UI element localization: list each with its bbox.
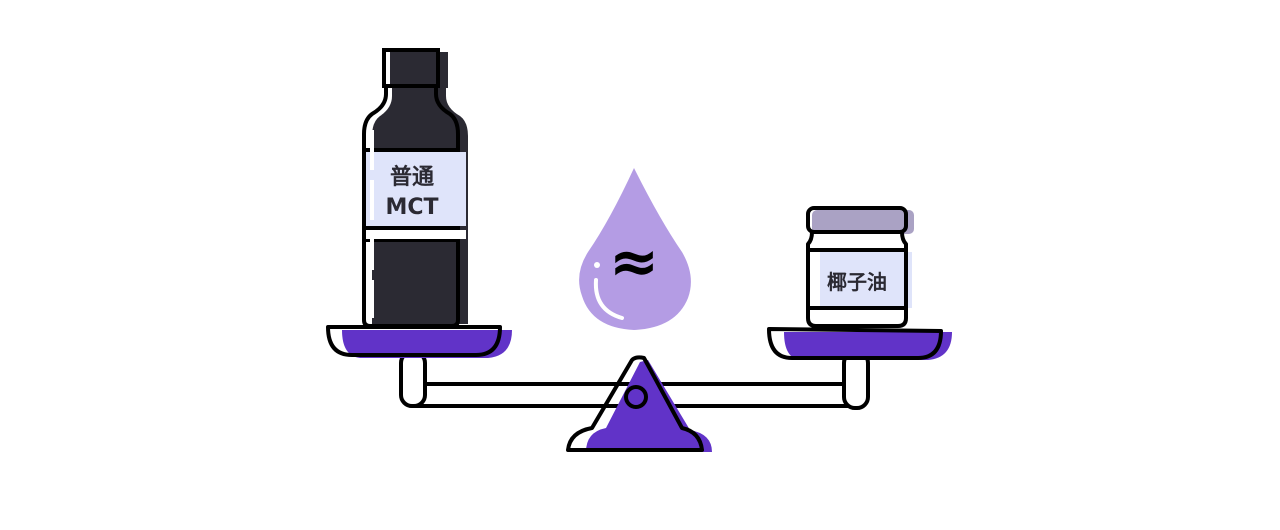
bottle-label-line2: MCT xyxy=(385,195,439,220)
bottle-label: 普通 MCT xyxy=(366,163,458,223)
coconut-oil-jar xyxy=(806,206,914,328)
oil-drop-icon xyxy=(579,168,691,330)
bottle-label-line1: 普通 xyxy=(389,165,434,190)
approx-symbol: ≈ xyxy=(608,227,660,297)
scale-fulcrum xyxy=(566,355,712,452)
right-plate xyxy=(767,327,952,360)
jar-label: 椰子油 xyxy=(827,270,887,294)
mct-bottle xyxy=(362,48,468,328)
left-plate xyxy=(326,325,512,358)
